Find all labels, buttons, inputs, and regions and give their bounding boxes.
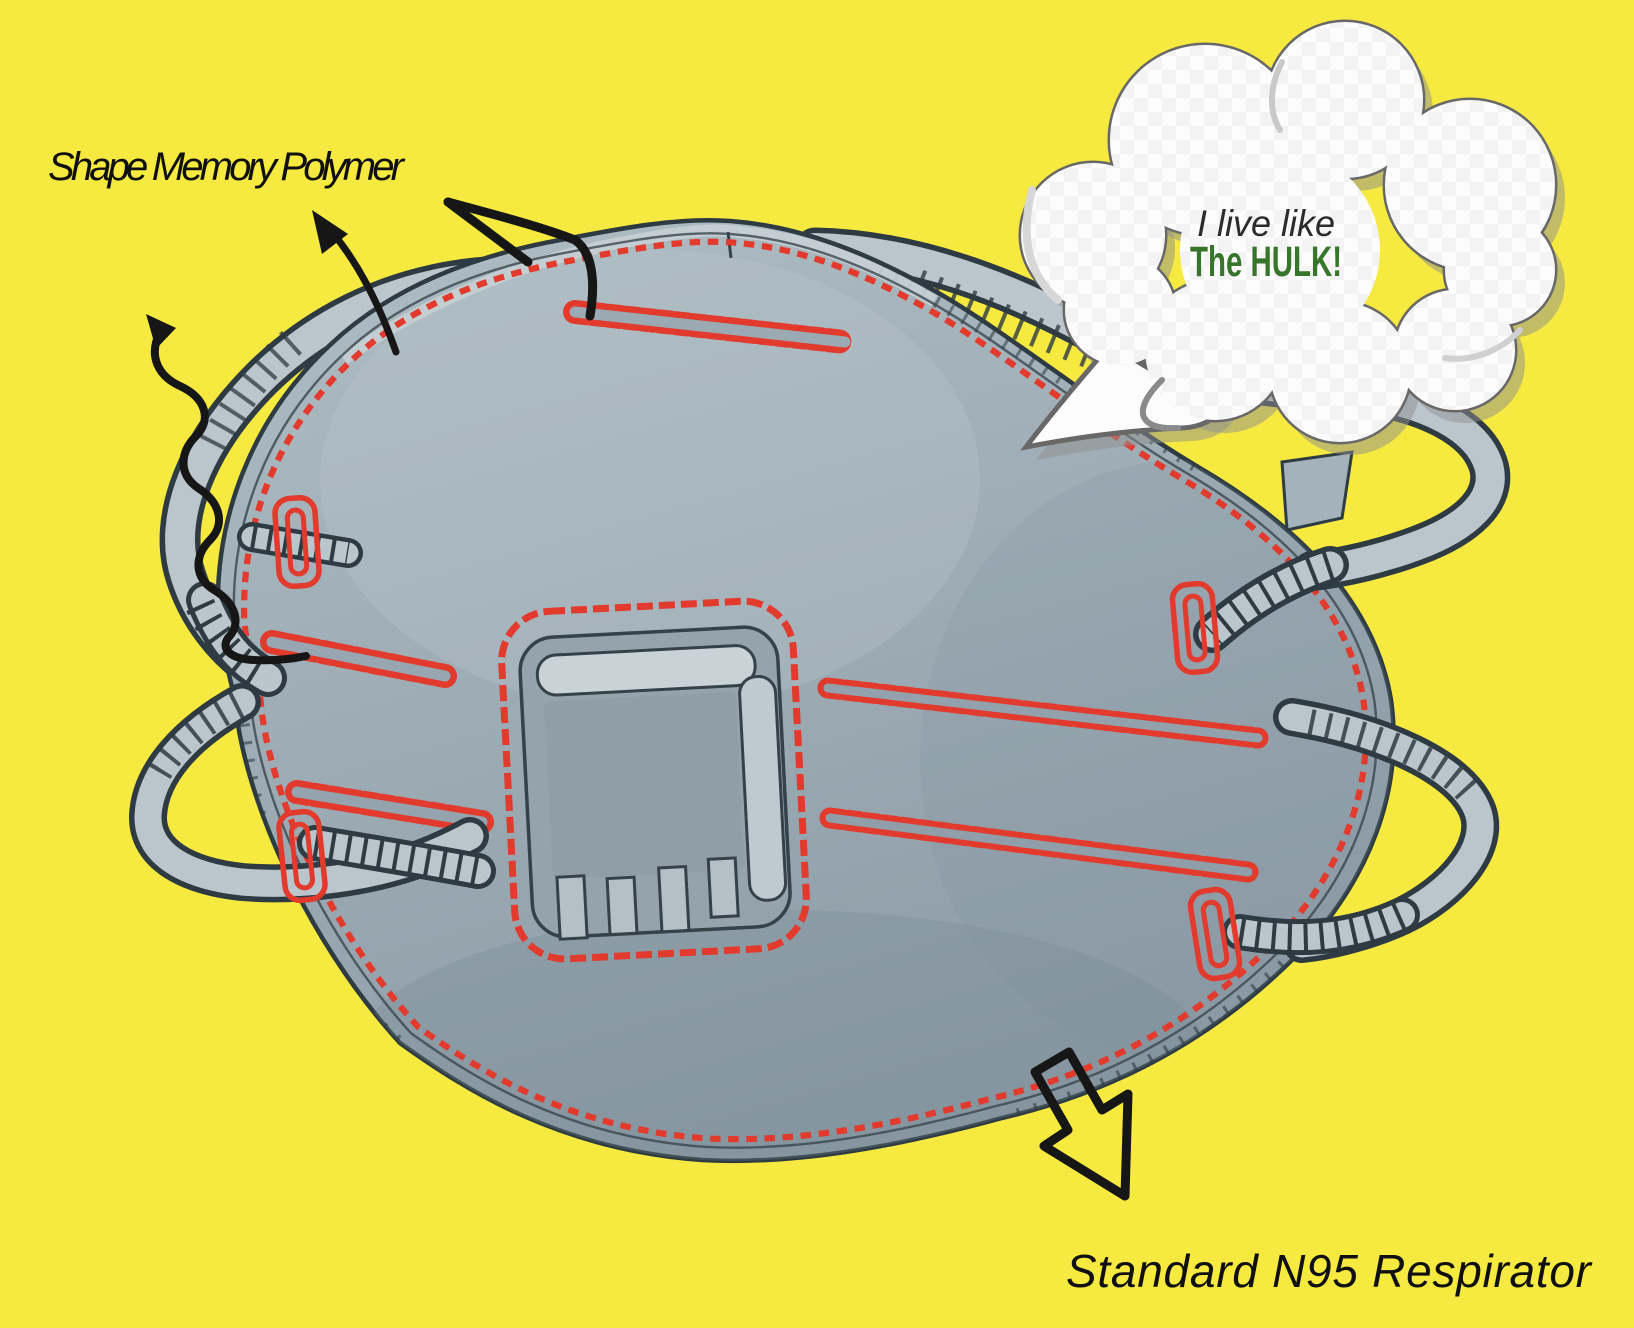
anchor-lower-left — [276, 808, 328, 904]
block-arrow-down-right-icon — [1030, 1047, 1133, 1201]
valve-side-bar — [738, 674, 788, 902]
squiggle-arrow — [150, 328, 310, 665]
up-arrow-left — [328, 228, 400, 356]
up-arrow-left-head-icon — [312, 210, 348, 254]
mask-body — [215, 217, 1396, 1164]
anchor-lower-right — [1187, 886, 1243, 982]
valve-stitching — [498, 597, 810, 963]
head-straps-front — [129, 374, 1511, 963]
anchor-upper-left — [272, 494, 322, 590]
valve-top-bar — [535, 644, 757, 697]
squiggle-arrow-head-icon — [146, 314, 176, 349]
bubble-text-line2: The HULK! — [1190, 238, 1342, 286]
valve-tabs — [555, 856, 740, 941]
stitch-ovals — [260, 300, 1269, 883]
perimeter-stitching — [241, 238, 1369, 1143]
up-arrow-right — [443, 197, 598, 321]
label-standard-n95: Standard N95 Respirator — [1066, 1245, 1593, 1297]
anchor-upper-right — [1169, 580, 1221, 676]
label-shape-memory-polymer: Shape Memory Polymer — [48, 145, 406, 189]
edge-tab — [1280, 450, 1354, 532]
bubble-text-line1: I live like — [1197, 203, 1335, 244]
speech-bubble: I live like The HULK! — [1018, 19, 1565, 460]
speech-bubble-inner-arcs — [1022, 59, 1523, 432]
annotation-arrows — [146, 197, 1133, 1201]
strap-anchors — [272, 494, 1243, 982]
speech-bubble-fill — [1021, 22, 1555, 442]
exhalation-valve — [498, 597, 810, 963]
